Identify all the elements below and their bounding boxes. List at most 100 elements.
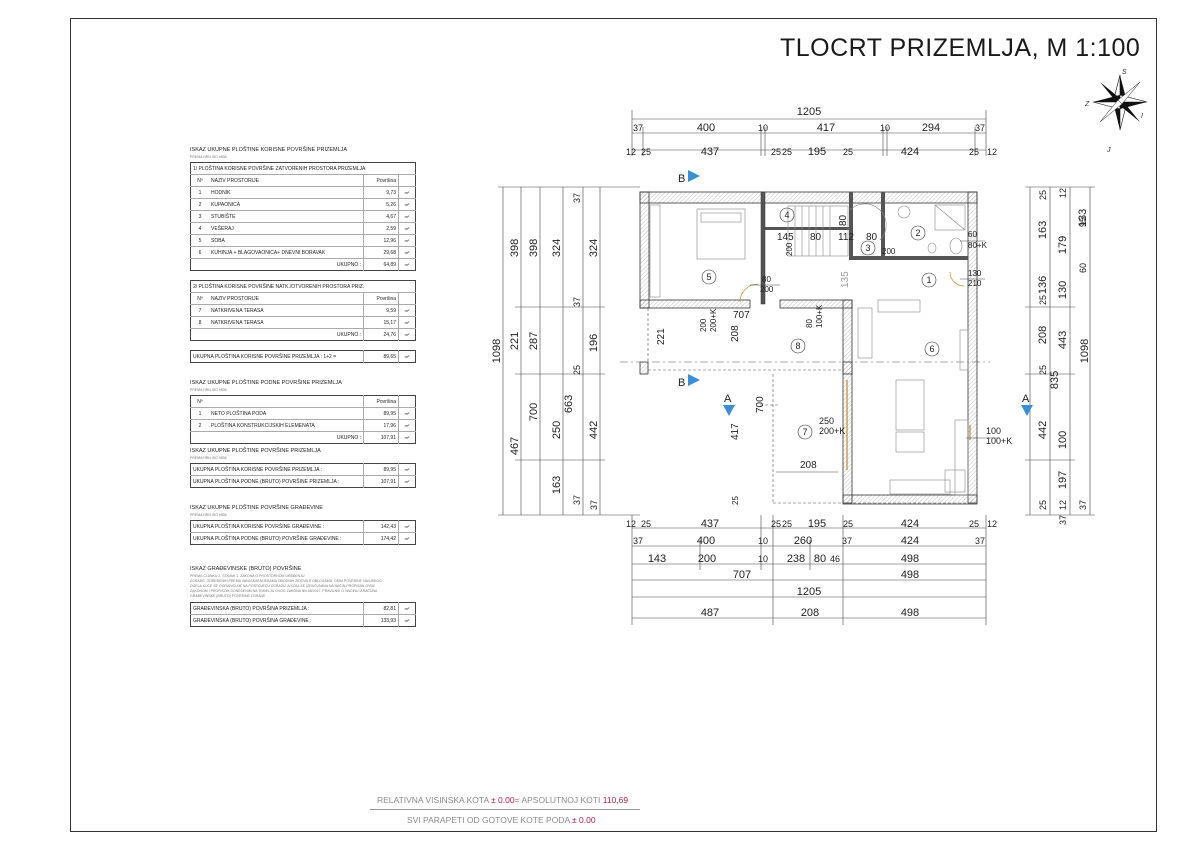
doors	[739, 271, 971, 470]
room-number: 2	[915, 228, 920, 238]
dim-label: 467	[509, 437, 521, 455]
dim-label: 10	[758, 123, 768, 133]
cell-area: 4,67	[363, 210, 399, 223]
dim-label: 324	[588, 239, 600, 257]
room-markers	[701, 207, 940, 440]
cell-name: NETO PLOŠTINA PODA	[209, 407, 364, 420]
dim-label: 37	[589, 500, 599, 510]
terrace-outline	[620, 308, 990, 504]
dim-label: 37	[842, 536, 852, 546]
door-arc	[949, 271, 965, 287]
dim-label: 700	[528, 403, 540, 421]
dim-label: 179	[1057, 236, 1069, 254]
dim-label: 25	[782, 519, 792, 529]
compass-labels: S Z I J	[1084, 69, 1143, 154]
povrsine-sub: PREMA HRN ISO 9836	[190, 456, 227, 460]
dim-label: 95	[1078, 217, 1088, 227]
dim-label: 195	[808, 518, 826, 530]
table-gradevine: ISKAZ UKUPNE PLOŠTINE POVRŠINE GRAĐEVINE…	[190, 505, 416, 545]
cell-unit: m²	[398, 419, 416, 432]
dim-label: 25	[843, 519, 853, 529]
cell-no: 1	[190, 407, 209, 420]
stairs	[787, 205, 849, 257]
dim-label: 163	[1037, 221, 1049, 239]
dim-label: 221	[656, 328, 667, 345]
bidet-icon	[927, 242, 937, 254]
s2-h-area: Površina	[363, 292, 399, 305]
cell-name: PLOŠTINA KONSTRUKCIJSKIH ELEMENATA	[209, 419, 364, 432]
walls	[639, 191, 978, 505]
drawing-frame	[70, 18, 1157, 832]
gradevine-table: UKUPNA PLOŠTINA KORISNE POVRŠINE GRAĐEVI…	[190, 520, 416, 545]
cell-no: 3	[190, 210, 209, 223]
total-label: UKUPNO :	[336, 434, 361, 441]
podne-h-no: Nº	[190, 395, 209, 408]
section-arrow-icon	[1021, 405, 1033, 416]
dim-label: 25	[641, 519, 651, 529]
table-row: GRAĐEVINSKA (BRUTO) POVRŠINA PRIZEMLJA :…	[190, 602, 416, 615]
cell-name: NATKRIVENA TERASA	[209, 316, 364, 329]
podne-heading: ISKAZ UKUPNE PLOŠTINE PODNE POVRŠINE PRI…	[190, 380, 342, 386]
dim-label: 200	[760, 285, 774, 294]
dining-table	[895, 379, 925, 431]
dim-label: 80	[838, 214, 849, 226]
cell-unit: m²	[398, 614, 416, 627]
total-label: UKUPNO :	[336, 331, 361, 338]
room-number: 3	[865, 243, 870, 253]
cell-name: KUPAONICA	[209, 198, 364, 211]
dim-label: 208	[1037, 326, 1049, 344]
rel-value: ± 0.00	[491, 795, 515, 805]
dim-top-total: 1205	[797, 106, 821, 118]
cell-unit: m²	[398, 475, 416, 488]
dim-label: 498	[901, 553, 919, 565]
dim-label: 12	[1058, 188, 1068, 198]
cell-no: 5	[190, 234, 209, 247]
dim-label: 10	[880, 123, 890, 133]
dim-label: 417	[817, 122, 835, 134]
pillows	[700, 212, 742, 223]
dim-label: 25	[731, 496, 740, 505]
cell-unit: m²	[398, 234, 416, 247]
cell-no: 4	[190, 222, 209, 235]
bruto-table: GRAĐEVINSKA (BRUTO) POVRŠINA PRIZEMLJA :…	[190, 602, 416, 627]
dim-label: 80	[810, 232, 822, 243]
cell-unit: m²	[398, 407, 416, 420]
bruto-note-4: ZAKONOM I PROPISOM DONESENIM NA TEMELJU …	[190, 589, 378, 593]
cell-area: 107,91	[363, 475, 399, 488]
room-number: 5	[706, 272, 711, 282]
sofa-back	[877, 299, 921, 313]
dim-label: 60	[968, 230, 977, 239]
dim-label: 424	[901, 535, 919, 547]
cell-name: GRAĐEVINSKA (BRUTO) POVRŠINA PRIZEMLJA :	[190, 602, 364, 615]
dim-label: 195	[808, 146, 826, 158]
s1-h-unit	[398, 174, 416, 187]
dim-left-total: 1098	[491, 339, 503, 363]
toilet-icon	[949, 237, 963, 255]
korisna-s2-table: 2/ PLOŠTINA KORISNE POVRŠINE NATK./OTVOR…	[190, 280, 416, 341]
rel-label: RELATIVNA VISINSKA KOTA	[377, 795, 489, 805]
section-arrow-icon	[688, 170, 700, 182]
dim-label: 498	[901, 569, 919, 581]
cell-area: 5,26	[363, 198, 399, 211]
dim-label: 498	[901, 607, 919, 619]
gradevine-heading: ISKAZ UKUPNE PLOŠTINE POVRŠINE GRAĐEVINE	[190, 505, 323, 511]
table-row: UKUPNA PLOŠTINA KORISNE POVRŠINE PRIZEML…	[190, 463, 416, 476]
dim-label: 25	[771, 519, 781, 529]
dim-label: 100	[986, 426, 1001, 436]
bruto-note-2: ZGRADE, ODREĐENIH PREMA VANJSKIM MJERAMA…	[190, 579, 382, 583]
dim-label: 25	[771, 147, 781, 157]
dim-label: 25	[969, 147, 979, 157]
sum-unit: m²	[398, 350, 416, 363]
table-korisna: ISKAZ UKUPNE PLOŠTINE KORISNE POVRŠINE P…	[190, 147, 416, 363]
povrsine-table: UKUPNA PLOŠTINA KORISNE POVRŠINE PRIZEML…	[190, 463, 416, 488]
dim-label: 145	[777, 232, 794, 243]
cell-unit: m²	[398, 222, 416, 235]
bruto-note-3: DIJELA KUĆE SE OGRANIČUJE NA POSTOJEĆU Z…	[190, 584, 375, 588]
dim-label: 200+K	[819, 426, 845, 436]
cell-area: 17,96	[363, 419, 399, 432]
